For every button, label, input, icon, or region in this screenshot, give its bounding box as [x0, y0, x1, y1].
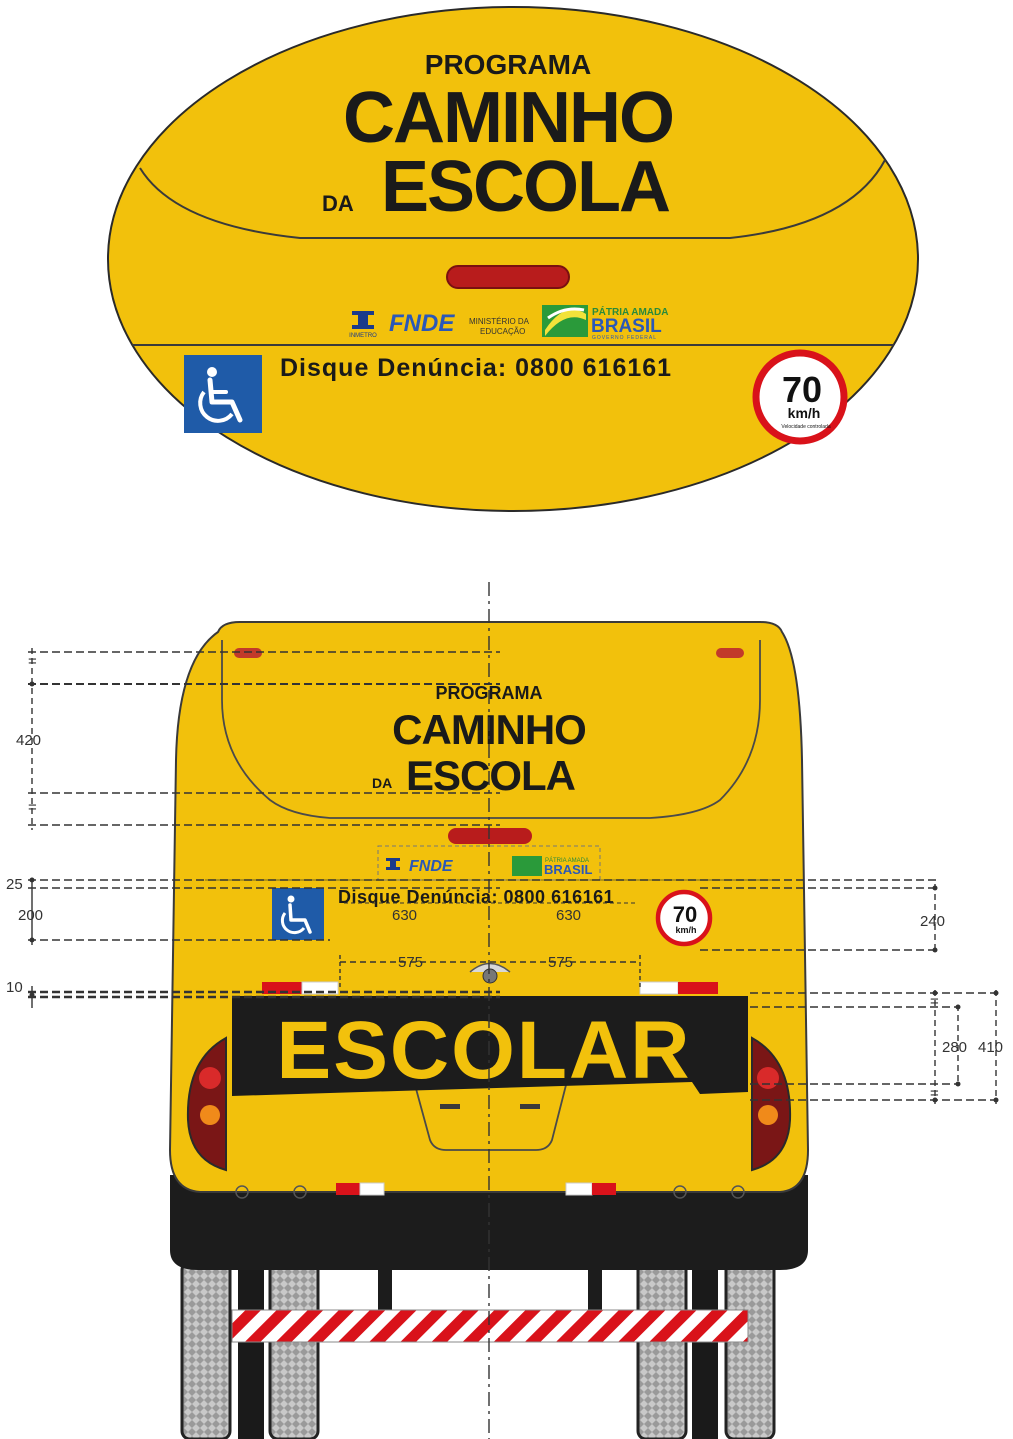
- drawing-inmetro-logo: [386, 858, 400, 870]
- ministerio-line1: MINISTÉRIO DA: [469, 317, 530, 326]
- hotline-text: Disque Denúncia: 0800 616161: [280, 354, 672, 382]
- dim-eq-top: =: [28, 653, 37, 670]
- window-outline: [139, 159, 886, 239]
- dim-410: 410: [978, 1039, 1003, 1056]
- dim-575-right: 575: [548, 954, 573, 971]
- rear-sticker-oval: PROGRAMA CAMINHO DA ESCOLA INMETRO FNDE …: [107, 6, 919, 512]
- tail-light-left: [186, 1036, 227, 1172]
- hazard-bar: [231, 1309, 749, 1343]
- speed-caption: Velocidade controlada: [781, 424, 830, 430]
- speed-value: 70: [782, 369, 822, 410]
- fnde-logo: FNDE: [389, 310, 455, 337]
- dim-280: 280: [942, 1039, 967, 1056]
- patria-amada: PÁTRIA AMADA: [592, 305, 668, 318]
- title-caminho: CAMINHO: [343, 78, 673, 158]
- escolar-panel: [232, 996, 748, 1096]
- dim-10: 10: [6, 979, 23, 996]
- ministerio-line2: EDUCAÇÃO: [480, 327, 525, 336]
- drawing-brasil: BRASIL: [544, 862, 592, 877]
- dim-200: 200: [18, 907, 43, 924]
- license-recess: [414, 1084, 567, 1151]
- dim-420: 420: [16, 732, 41, 749]
- escolar-text: ESCOLAR: [277, 1005, 692, 1096]
- speed-unit: km/h: [788, 405, 821, 421]
- dim-eq-right: =: [930, 993, 939, 1010]
- dim-575-left: 575: [398, 954, 423, 971]
- svg-text:INMETRO: INMETRO: [349, 333, 377, 339]
- drawing-speed-value: 70: [673, 902, 697, 927]
- dim-eq-mid: =: [28, 799, 37, 816]
- bar-support-left: [378, 1215, 392, 1310]
- speed-limit-sign: 70 km/h Velocidade controlada: [752, 349, 848, 445]
- brake-light-drawing: [448, 828, 532, 844]
- reflector-right-white: [639, 981, 679, 995]
- program-label: PROGRAMA: [425, 49, 591, 80]
- drawing-title-escola: ESCOLA: [406, 752, 576, 799]
- drawing-speed-sign: 70 km/h: [655, 889, 713, 947]
- drawing-patria-amada: PÁTRIA AMADA: [545, 857, 589, 864]
- drawing-title-da: DA: [372, 775, 392, 791]
- dim-630-left: 630: [392, 907, 417, 924]
- governo-federal: GOVERNO FEDERAL: [592, 335, 657, 341]
- drawing-flag-icon: [512, 856, 542, 876]
- dim-25: 25: [6, 876, 23, 893]
- drawing-hotline: Disque Denúncia: 0800 616161: [338, 887, 614, 907]
- inmetro-logo: INMETRO: [349, 311, 377, 339]
- reflector-right-red: [678, 982, 718, 994]
- rear-window-outline: [221, 640, 761, 819]
- brasil-wordmark: BRASIL: [591, 316, 662, 337]
- bar-support-right: [588, 1215, 602, 1310]
- drawing-wheelchair-icon: [272, 888, 324, 940]
- dim-eq-right-bottom: =: [930, 1085, 939, 1102]
- title-da: DA: [322, 191, 354, 216]
- dimension-lines: [28, 582, 1000, 1439]
- wheelchair-icon: [184, 355, 262, 433]
- dim-240: 240: [920, 913, 945, 930]
- brasil-flag-icon: [542, 305, 588, 337]
- dim-630-right: 630: [556, 907, 581, 924]
- brake-light: [446, 265, 570, 289]
- drawing-fnde-logo: FNDE: [409, 858, 454, 875]
- rear-camera-icon: [469, 962, 511, 984]
- rear-wheels: [180, 1260, 776, 1439]
- title-escola: ESCOLA: [381, 147, 670, 227]
- marker-light-left: [234, 648, 262, 658]
- drawing-speed-unit: km/h: [675, 925, 696, 935]
- marker-light-right: [716, 648, 744, 658]
